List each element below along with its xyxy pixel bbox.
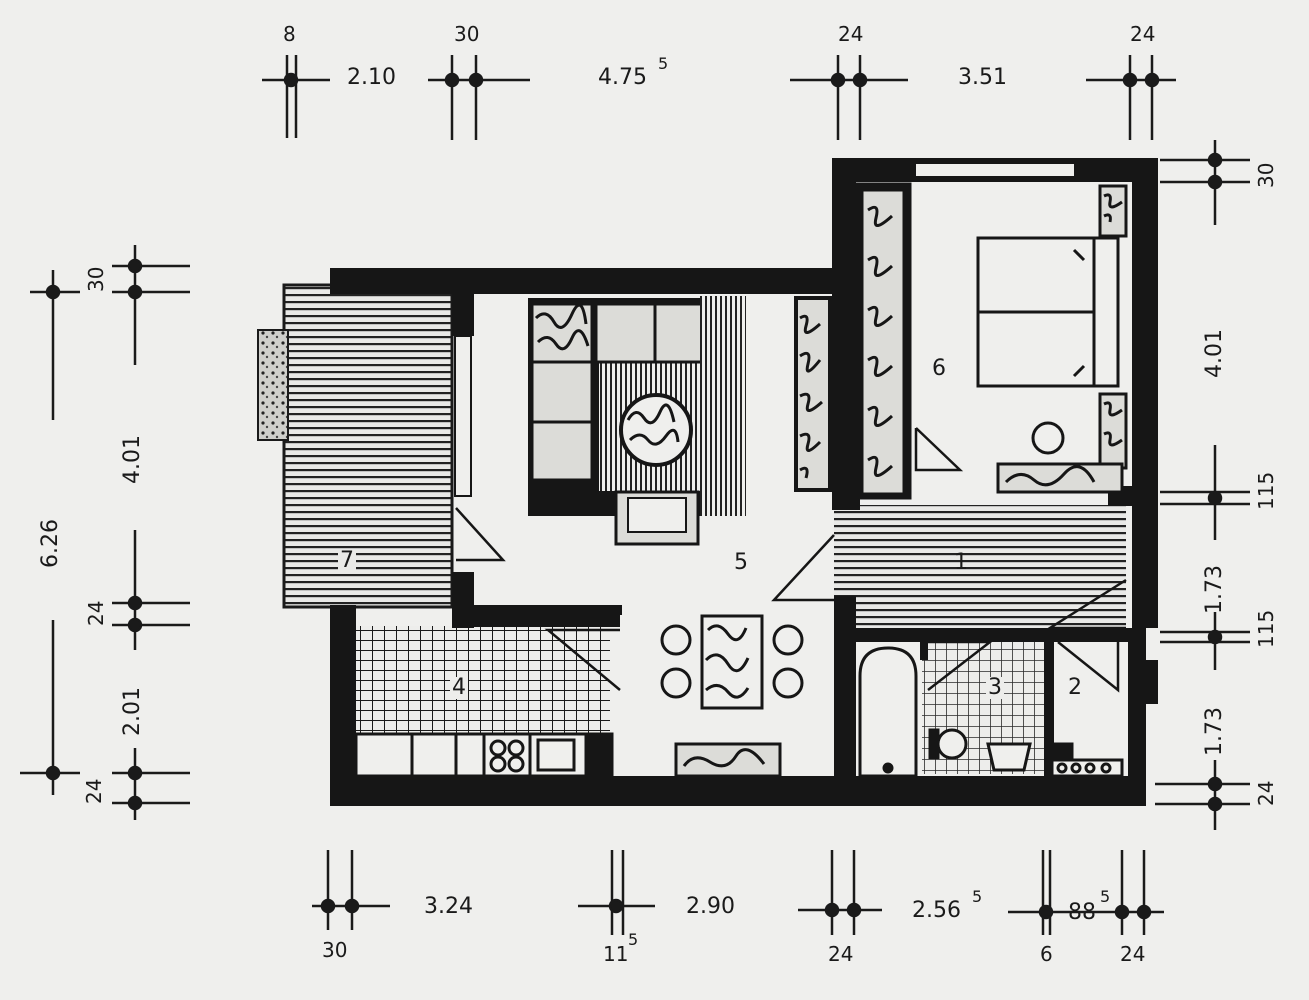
hall-floor [834, 505, 1126, 630]
balcony-planter [257, 329, 289, 441]
room-label-bath: 3 [986, 675, 1004, 700]
room-label-living: 5 [734, 550, 748, 575]
kitchen-counter [354, 732, 614, 778]
top-dimension-line [262, 55, 1176, 140]
living-furniture [528, 296, 832, 546]
bedroom-window [914, 162, 1076, 178]
top-span-3: 3.51 [958, 65, 1007, 90]
interior-walls [832, 486, 1158, 776]
right-span-2: 1.73 [1202, 565, 1227, 614]
bottom-wall-thickness-1: 30 [322, 938, 348, 962]
top-wall-thickness-1: 8 [283, 22, 296, 46]
top-span-1: 2.10 [347, 65, 396, 90]
bottom-span-4: 88 [1068, 900, 1096, 925]
bottom-span-3: 2.56 [912, 898, 961, 923]
top-wall-thickness-3: 24 [838, 22, 864, 46]
left-span-2: 2.01 [120, 687, 145, 736]
bottom-span-3-sup: 5 [972, 887, 983, 906]
room-label-balcony: 7 [338, 548, 356, 573]
left-wall-thickness-mid: 24 [84, 600, 108, 626]
dining-set [660, 614, 804, 710]
top-wall-thickness-2: 30 [454, 22, 480, 46]
bedroom-furniture [854, 182, 1128, 500]
right-span-1: 4.01 [1202, 329, 1227, 378]
bottom-span-2: 2.90 [686, 894, 735, 919]
bathroom-fixtures [858, 646, 1124, 778]
bottom-wall-thickness-4: 6 [1040, 942, 1053, 966]
left-dimension-line [20, 245, 190, 820]
right-wall-thickness-1: 115 [1254, 471, 1278, 510]
top-span-2: 4.75 [598, 65, 647, 90]
bottom-span-1: 3.24 [424, 894, 473, 919]
top-span-2-sup: 5 [658, 54, 669, 73]
bottom-wall-thickness-2: 11 [603, 942, 629, 966]
balcony-floor [282, 283, 454, 609]
right-span-3: 1.73 [1202, 707, 1227, 756]
left-wall-thickness-bottom: 24 [82, 778, 106, 804]
bottom-wall-thickness-2-sup: 5 [628, 930, 639, 949]
room-label-kitchen: 4 [450, 675, 468, 700]
bottom-wall-thickness-3: 24 [828, 942, 854, 966]
room-label-wc: 2 [1068, 675, 1082, 700]
top-wall-thickness-4: 24 [1130, 22, 1156, 46]
room-label-bedroom: 6 [932, 356, 946, 381]
room-label-hall: 1 [954, 550, 968, 575]
living-window [454, 335, 472, 497]
left-span-1: 4.01 [120, 435, 145, 484]
right-wall-thickness-2: 115 [1254, 609, 1278, 648]
exterior-walls [330, 158, 1158, 806]
bottom-dimension-line [312, 850, 1164, 935]
left-wall-thickness-top: 30 [84, 266, 108, 292]
right-wall-thickness-bottom: 24 [1254, 780, 1278, 806]
bottom-span-4-sup: 5 [1100, 887, 1111, 906]
right-wall-thickness-top: 30 [1254, 162, 1278, 188]
left-total-height: 6.26 [38, 519, 63, 568]
kitchen-floor [354, 626, 610, 734]
right-dimension-line [1155, 140, 1250, 830]
bottom-wall-thickness-5: 24 [1120, 942, 1146, 966]
door-swings [455, 427, 1127, 693]
